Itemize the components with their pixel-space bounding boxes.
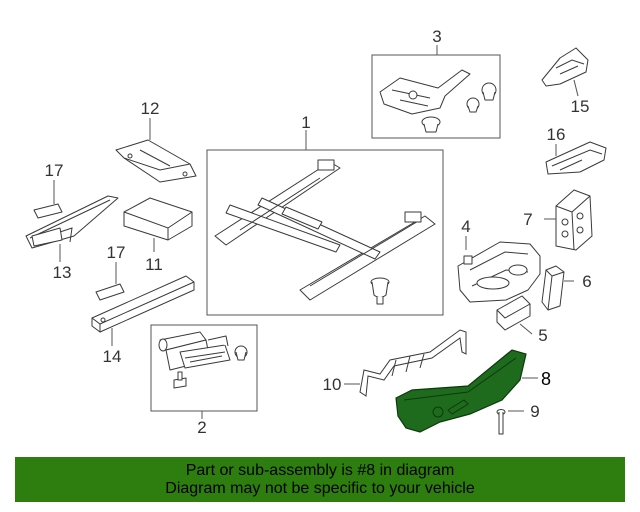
part-8-side-shield — [395, 349, 527, 433]
group-box-1 — [206, 149, 444, 316]
group-box-2 — [150, 324, 258, 412]
part-3-mechanism — [379, 69, 471, 115]
callout-1: 1 — [301, 113, 310, 132]
callout-2: 2 — [197, 418, 206, 437]
callout-15: 15 — [571, 97, 590, 116]
part-6-knob — [541, 265, 565, 311]
callout-17-lower: 17 — [107, 243, 126, 262]
callout-8: 8 — [541, 369, 551, 389]
part-13-cover — [25, 195, 119, 249]
part-17-clip-lower — [95, 283, 125, 301]
callout-12: 12 — [141, 99, 160, 118]
part-16-trim — [545, 141, 607, 175]
banner-line-2: Diagram may not be specific to your vehi… — [165, 479, 475, 497]
callout-17-upper: 17 — [45, 161, 64, 180]
part-2-motor — [158, 331, 231, 371]
callout-7: 7 — [523, 210, 532, 229]
callout-10: 10 — [323, 375, 342, 394]
part-15-trim — [541, 47, 589, 87]
callout-13: 13 — [53, 263, 72, 282]
part-5-knob — [496, 295, 531, 331]
callout-5: 5 — [538, 326, 547, 345]
part-2-bolt-a — [234, 345, 248, 361]
part-11-module — [123, 197, 193, 241]
part-14-rail-cover — [91, 275, 195, 333]
callout-3: 3 — [432, 27, 441, 46]
part-3-clip-c — [421, 116, 441, 133]
part-17-clip-upper — [33, 203, 63, 219]
callout-4: 4 — [461, 217, 470, 236]
callout-6: 6 — [582, 272, 591, 291]
info-banner: Part or sub-assembly is #8 in diagram Di… — [15, 457, 625, 502]
part-1-bolt — [370, 277, 390, 305]
part-3-clip-b — [466, 97, 480, 113]
part-2-bolt-b — [173, 371, 187, 389]
leader-lines — [53, 45, 579, 419]
part-4-switch-housing — [457, 241, 541, 303]
part-7-switch — [555, 189, 593, 251]
callout-9: 9 — [530, 402, 539, 421]
parts-diagram: 1 2 3 4 5 6 7 8 9 10 11 12 13 14 15 16 1… — [25, 27, 607, 437]
callout-11: 11 — [145, 255, 163, 274]
banner-line-1: Part or sub-assembly is #8 in diagram — [185, 461, 455, 479]
callout-16: 16 — [547, 125, 566, 144]
part-9-pin — [496, 409, 506, 435]
group-box-3 — [371, 54, 501, 139]
part-10-wire — [359, 329, 467, 397]
part-12-bracket — [115, 139, 197, 183]
part-3-clip-a — [481, 82, 497, 101]
part-1-seat-track — [214, 159, 436, 301]
callout-14: 14 — [103, 347, 122, 366]
